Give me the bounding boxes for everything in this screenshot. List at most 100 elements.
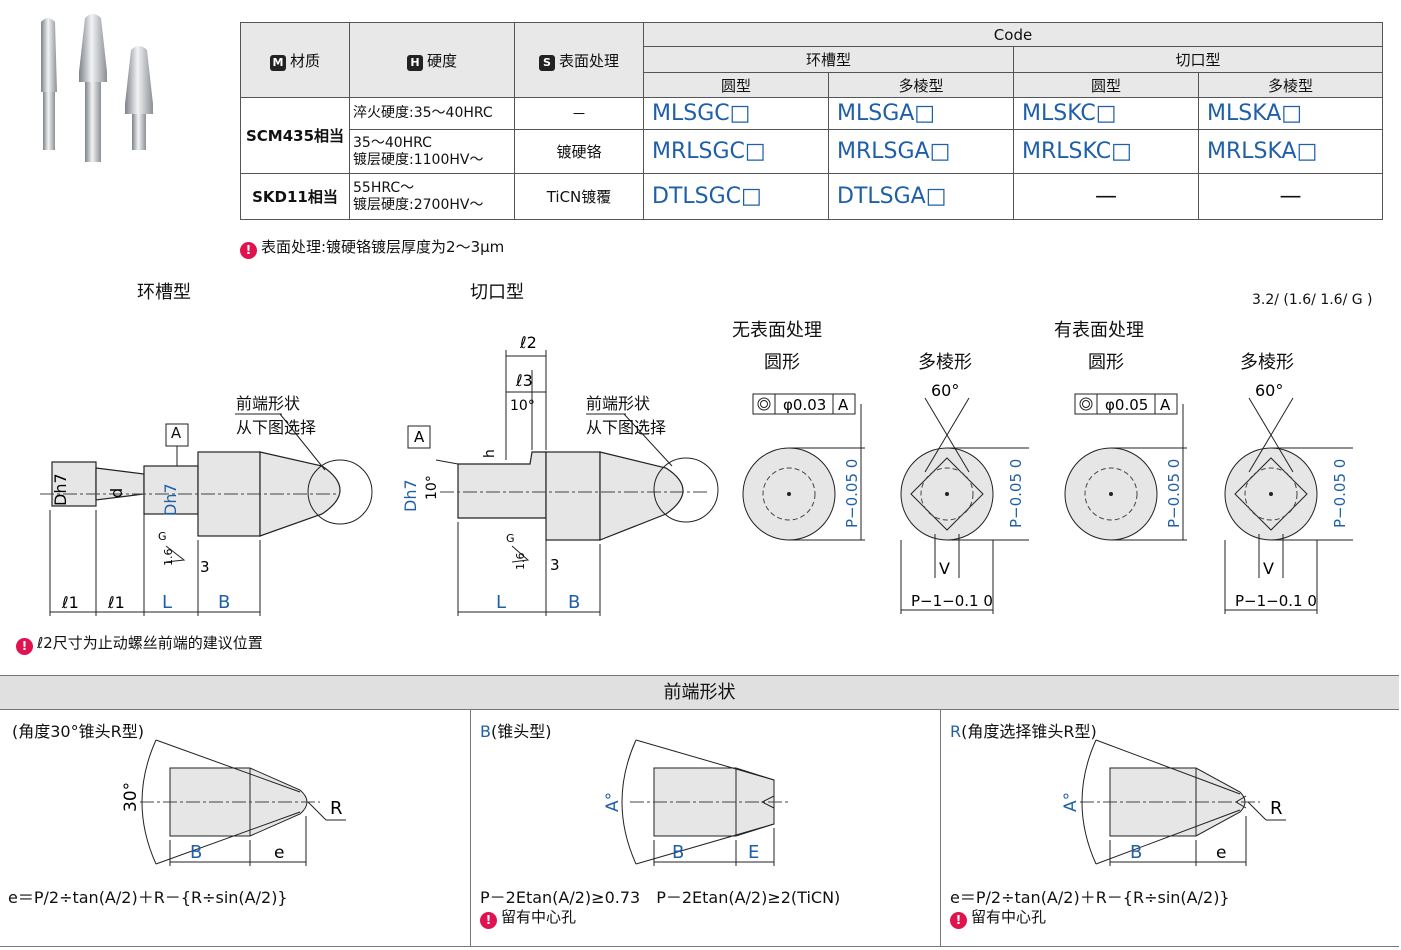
tip-callout-2: 从下图选择 bbox=[236, 418, 317, 437]
dh7-label-blue: Dh7 bbox=[401, 479, 420, 512]
svg-text:A: A bbox=[838, 396, 849, 414]
svg-text:P−0.05 0: P−0.05 0 bbox=[1007, 459, 1025, 528]
B-label: B bbox=[218, 592, 230, 613]
svg-text:B: B bbox=[1130, 842, 1142, 863]
svg-text:φ0.05: φ0.05 bbox=[1105, 396, 1148, 414]
svg-text:A°: A° bbox=[1061, 792, 1081, 812]
groove-type-header: 环槽型 bbox=[643, 46, 1014, 73]
poly-section-1: 60° V P−1−0.1 0 P−0.05 0 bbox=[900, 381, 1029, 614]
svg-text:P−0.05 0: P−0.05 0 bbox=[1331, 459, 1349, 528]
tip-callout: 前端形状 bbox=[236, 394, 301, 413]
num-3: 3 bbox=[200, 558, 210, 576]
panel2-drawing: A° B E bbox=[603, 739, 790, 866]
poly-shape-title-1: 多棱形 bbox=[918, 352, 972, 373]
svg-text:A: A bbox=[1160, 396, 1171, 414]
code-cell[interactable]: MLSGC□ bbox=[643, 97, 829, 130]
poly-shape-title-2: 多棱形 bbox=[1240, 352, 1294, 373]
tip-callout-2: 从下图选择 bbox=[586, 418, 667, 437]
svg-text:R: R bbox=[330, 798, 343, 819]
warning-icon: ! bbox=[16, 638, 33, 655]
round-header-2: 圆型 bbox=[1013, 72, 1199, 98]
svg-text:P−0.05 0: P−0.05 0 bbox=[1165, 459, 1183, 528]
round-section-1: φ0.03 A P−0.05 0 bbox=[742, 393, 865, 541]
hardness-cell: 35～40HRC 镀层硬度:1100HV～ bbox=[349, 129, 515, 174]
svg-text:V: V bbox=[939, 559, 950, 578]
l1-label: ℓ1 bbox=[107, 593, 125, 612]
code-cell[interactable]: MRLSGA□ bbox=[828, 129, 1014, 174]
cut-type-header: 切口型 bbox=[1013, 46, 1383, 73]
code-cell[interactable]: MRLSKA□ bbox=[1198, 129, 1383, 174]
tip-section-header: 前端形状 bbox=[0, 676, 1399, 710]
groove-type-drawing: Dh7 d Dh7 ℓ1 ℓ1 L B 3 G 1.6 bbox=[40, 413, 373, 616]
dh7-label-blue: Dh7 bbox=[161, 483, 180, 516]
warning-icon: ! bbox=[950, 912, 967, 929]
code-cell: — bbox=[1013, 173, 1199, 220]
code-cell[interactable]: MLSKC□ bbox=[1013, 97, 1199, 130]
code-cell[interactable]: DTLSGC□ bbox=[643, 173, 829, 220]
d-label: d bbox=[107, 488, 126, 498]
svg-text:P−0.05 0: P−0.05 0 bbox=[843, 459, 861, 528]
code-header: Code bbox=[643, 22, 1383, 47]
material-cell: SKD11相当 bbox=[240, 173, 350, 220]
surface-note: !表面处理:镀硬铬镀层厚度为2～3μm bbox=[240, 236, 504, 259]
surface-cell: 镀硬铬 bbox=[514, 129, 644, 174]
svg-text:B: B bbox=[190, 842, 202, 863]
poly-header-1: 多棱型 bbox=[828, 72, 1014, 98]
datum-a: A bbox=[414, 428, 425, 446]
surface-cell: TiCN镀覆 bbox=[514, 173, 644, 220]
svg-text:E: E bbox=[748, 842, 759, 863]
round-header-1: 圆型 bbox=[643, 72, 829, 98]
roughness-16: 1.6 bbox=[514, 553, 527, 571]
key-s: S bbox=[538, 54, 555, 71]
dh7-label: Dh7 bbox=[51, 473, 70, 506]
panel3-drawing: A° B e R bbox=[1061, 739, 1286, 866]
panel2-title: B(锥头型) bbox=[480, 722, 552, 741]
svg-text:60°: 60° bbox=[931, 381, 959, 400]
with-surface-title: 有表面处理 bbox=[1054, 320, 1144, 341]
material-cell: SCM435相当 bbox=[240, 97, 350, 174]
tip-callout: 前端形状 bbox=[586, 394, 651, 413]
cut-title: 切口型 bbox=[470, 282, 524, 303]
cut-type-drawing: Dh7 10° h ℓ2 ℓ3 10° L B 3 G 1.6 A bbox=[401, 333, 719, 616]
code-cell[interactable]: DTLSGA□ bbox=[828, 173, 1014, 220]
code-cell[interactable]: MLSGA□ bbox=[828, 97, 1014, 130]
warning-icon: ! bbox=[480, 912, 497, 929]
L-label: L bbox=[496, 592, 506, 613]
svg-text:P−1−0.1 0: P−1−0.1 0 bbox=[1235, 592, 1317, 610]
deg10-label: 10° bbox=[424, 475, 440, 500]
svg-text:e: e bbox=[1216, 843, 1226, 863]
hardness-cell: 淬火硬度:35～40HRC bbox=[349, 97, 515, 130]
g-label: G bbox=[506, 532, 515, 545]
poly-header-2: 多棱型 bbox=[1198, 72, 1383, 98]
svg-text:A°: A° bbox=[603, 792, 623, 812]
key-m: M bbox=[269, 54, 286, 71]
roughness-symbol: 3.2/ (1.6/ 1.6/ G ) bbox=[1252, 292, 1373, 308]
code-cell[interactable]: MRLSKC□ bbox=[1013, 129, 1199, 174]
key-h: H bbox=[406, 54, 423, 71]
svg-text:B: B bbox=[672, 842, 684, 863]
code-cell[interactable]: MLSKA□ bbox=[1198, 97, 1383, 130]
panel2-note: !留有中心孔 bbox=[480, 906, 576, 929]
panel1-drawing: 30° B e R bbox=[121, 739, 346, 866]
code-cell: — bbox=[1198, 173, 1383, 220]
round-section-2: φ0.05 A P−0.05 0 bbox=[1064, 393, 1187, 541]
tip-shape-section: 前端形状 (角度30°锥头R型) 30° B e R e＝P/2÷tan(A/2… bbox=[0, 675, 1399, 947]
roughness-16: 1.6 bbox=[162, 549, 175, 567]
round-shape-title-2: 圆形 bbox=[1088, 352, 1124, 373]
poly-section-2: 60° V P−1−0.1 0 P−0.05 0 bbox=[1224, 381, 1353, 614]
product-photo bbox=[41, 14, 153, 162]
no-surface-title: 无表面处理 bbox=[732, 320, 822, 341]
warning-icon: ! bbox=[240, 242, 257, 259]
h-label: h bbox=[482, 449, 498, 458]
code-cell[interactable]: MRLSGC□ bbox=[643, 129, 829, 174]
deg10-label-2: 10° bbox=[510, 398, 535, 414]
l2-label: ℓ2 bbox=[519, 333, 537, 352]
surface-cell: － bbox=[514, 97, 644, 130]
l3-label: ℓ3 bbox=[515, 371, 533, 390]
svg-text:φ0.03: φ0.03 bbox=[783, 396, 826, 414]
panel1-formula: e＝P/2÷tan(A/2)＋R－{R÷sin(A/2)} bbox=[8, 888, 288, 907]
hardness-cell: 55HRC～ 镀层硬度:2700HV～ bbox=[349, 173, 515, 220]
